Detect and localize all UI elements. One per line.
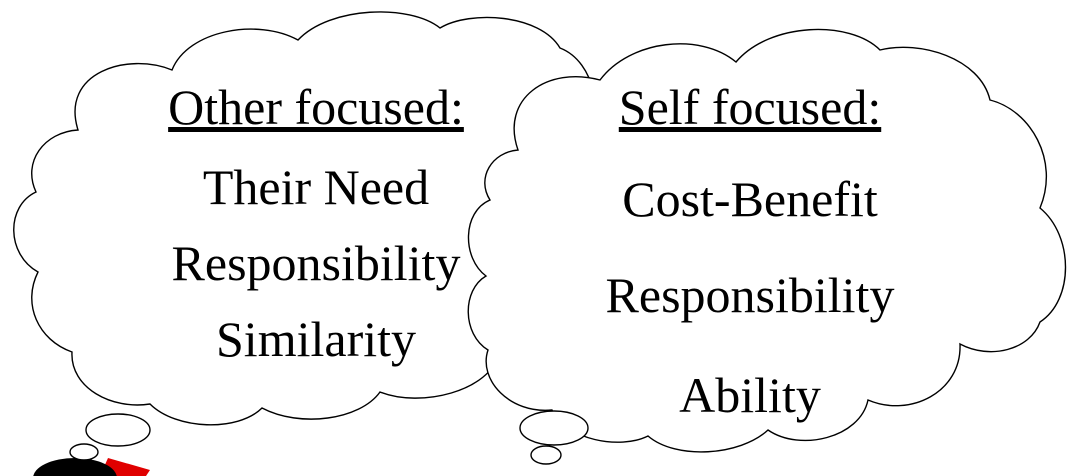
thinking-person-figure	[33, 458, 150, 476]
right-cloud-heading: Self focused:	[619, 79, 881, 135]
left-cloud-item-1: Their Need	[203, 159, 429, 215]
left-cloud-heading: Other focused:	[168, 79, 464, 135]
left-thought-cloud: Other focused: Their Need Responsibility…	[13, 11, 596, 461]
left-cloud-item-2: Responsibility	[172, 235, 461, 291]
right-thought-bubble-large	[519, 410, 589, 446]
right-thought-bubble-small	[530, 445, 562, 465]
left-cloud-item-3: Similarity	[216, 311, 416, 367]
right-cloud-item-2: Responsibility	[606, 267, 895, 323]
right-thought-cloud: Self focused: Cost-Benefit Responsibilit…	[467, 28, 1067, 465]
figure-head	[33, 458, 117, 476]
right-cloud-outline	[467, 28, 1067, 453]
left-thought-bubble-small	[69, 443, 99, 461]
right-cloud-item-1: Cost-Benefit	[622, 171, 878, 227]
left-thought-bubble-large	[85, 413, 151, 447]
right-cloud-item-3: Ability	[679, 367, 821, 423]
